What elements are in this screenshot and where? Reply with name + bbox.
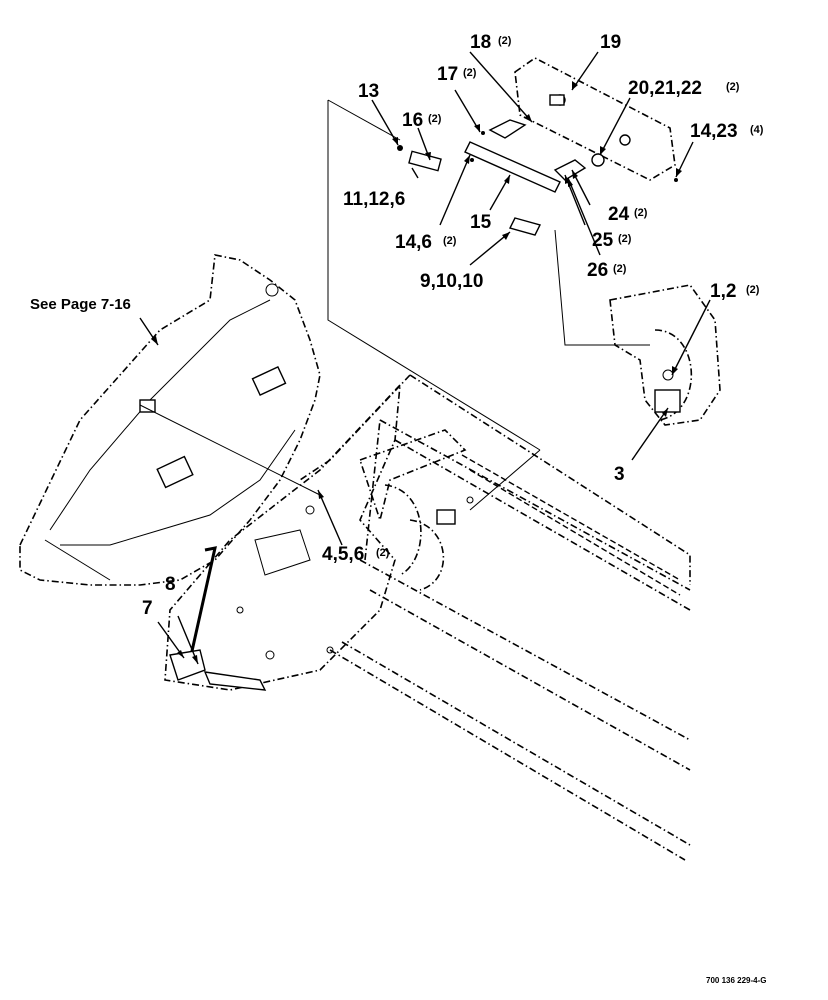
svg-text:(2): (2) — [443, 235, 457, 247]
callout-1-2: 1,2 (2) — [710, 281, 760, 302]
svg-text:4,5,6: 4,5,6 — [322, 544, 364, 565]
callout-14-6: 14,6 (2) — [395, 232, 457, 253]
svg-text:24: 24 — [608, 204, 630, 225]
svg-text:11,12,6: 11,12,6 — [343, 189, 405, 210]
right-bracket — [609, 284, 721, 426]
callout-3: 3 — [614, 464, 625, 485]
svg-text:13: 13 — [358, 81, 379, 102]
callout-17: 17 (2) — [437, 64, 477, 85]
svg-text:25: 25 — [592, 230, 614, 251]
svg-text:(2): (2) — [613, 263, 627, 275]
svg-text:26: 26 — [587, 260, 608, 281]
callout-4-5-6: 4,5,6 (2) — [322, 544, 390, 565]
svg-text:(2): (2) — [746, 284, 760, 296]
end-sheet — [164, 382, 402, 691]
callout-24: 24 (2) — [608, 204, 648, 225]
handle-rod — [169, 546, 267, 691]
callout-19: 19 — [600, 32, 621, 53]
callout-8: 8 — [165, 574, 176, 595]
svg-text:(2): (2) — [376, 547, 390, 559]
svg-text:18: 18 — [470, 32, 491, 53]
svg-text:16: 16 — [402, 110, 423, 131]
callout-13: 13 — [358, 81, 379, 102]
svg-text:7: 7 — [142, 598, 153, 619]
callout-20-21-22: 20,21,22 (2) — [628, 78, 740, 99]
callout-18: 18 (2) — [470, 32, 512, 53]
svg-text:20,21,22: 20,21,22 — [628, 78, 702, 99]
svg-text:(2): (2) — [463, 67, 477, 79]
figure-code: 700 136 229-4-G — [706, 976, 767, 985]
see-page-note: See Page 7-16 — [30, 296, 131, 313]
center-bracket — [358, 429, 474, 591]
callout-25: 25 (2) — [592, 230, 632, 251]
callout-26: 26 (2) — [587, 260, 627, 281]
callout-7: 7 — [142, 598, 153, 619]
callout-16: 16 (2) — [402, 110, 442, 131]
svg-text:(2): (2) — [498, 35, 512, 47]
svg-text:(2): (2) — [618, 233, 632, 245]
svg-text:8: 8 — [165, 574, 176, 595]
header-frame — [299, 374, 691, 861]
svg-text:19: 19 — [600, 32, 621, 53]
svg-text:(4): (4) — [750, 124, 764, 136]
svg-text:(2): (2) — [726, 81, 740, 93]
svg-text:14,6: 14,6 — [395, 232, 432, 253]
svg-text:17: 17 — [437, 64, 458, 85]
svg-text:1,2: 1,2 — [710, 281, 736, 302]
callout-15: 15 — [470, 212, 492, 233]
svg-text:9,10,10: 9,10,10 — [420, 271, 483, 292]
assembly-lines — [327, 99, 650, 511]
svg-text:(2): (2) — [428, 113, 442, 125]
leader-lines — [139, 51, 711, 665]
svg-text:(2): (2) — [634, 207, 648, 219]
callout-14-23: 14,23 (4) — [690, 121, 764, 142]
svg-text:See Page 7-16: See Page 7-16 — [30, 296, 131, 313]
callout-9-10-10: 9,10,10 — [420, 271, 483, 292]
svg-text:14,23: 14,23 — [690, 121, 738, 142]
svg-text:15: 15 — [470, 212, 492, 233]
svg-text:3: 3 — [614, 464, 625, 485]
guard-assembly — [397, 57, 678, 236]
left-shield — [19, 254, 321, 586]
callout-11-12-6: 11,12,6 — [343, 189, 405, 210]
